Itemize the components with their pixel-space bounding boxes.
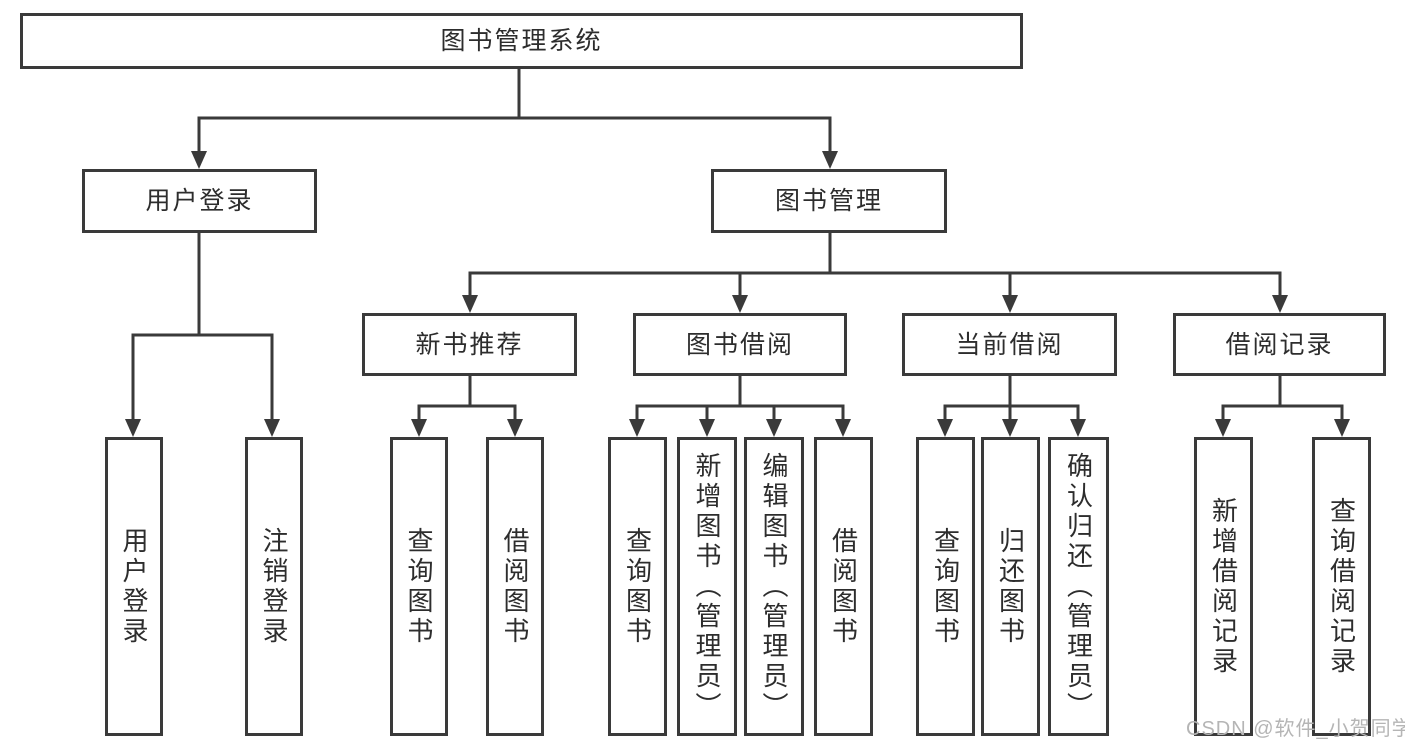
node-user-login: 用户登录 <box>82 169 317 233</box>
leaf-add-books-admin: 新增图书（管理员） <box>677 437 737 736</box>
leaf-confirm-return-admin-label: 确认归还（管理员） <box>1063 451 1094 722</box>
node-current-borrow: 当前借阅 <box>902 313 1117 376</box>
node-user-login-label: 用户登录 <box>145 187 254 215</box>
node-new-book-recommend-label: 新书推荐 <box>415 330 524 359</box>
leaf-edit-books-admin-label: 编辑图书（管理员） <box>759 451 789 722</box>
leaf-borrow-query-books-label: 查询图书 <box>622 526 653 647</box>
node-new-book-recommend: 新书推荐 <box>362 313 577 376</box>
leaf-return-books: 归还图书 <box>981 437 1040 736</box>
node-borrow-records: 借阅记录 <box>1173 313 1386 376</box>
leaf-current-query-books: 查询图书 <box>916 437 975 736</box>
leaf-borrow-books-label: 借阅图书 <box>828 526 859 647</box>
leaf-user-login: 用户登录 <box>105 437 163 736</box>
leaf-query-borrow-record: 查询借阅记录 <box>1312 437 1371 736</box>
leaf-confirm-return-admin: 确认归还（管理员） <box>1048 437 1109 736</box>
leaf-recommend-query-books: 查询图书 <box>390 437 448 736</box>
leaf-return-books-label: 归还图书 <box>995 526 1026 647</box>
leaf-user-login-label: 用户登录 <box>119 526 149 647</box>
leaf-add-books-admin-label: 新增图书（管理员） <box>692 451 722 722</box>
node-book-management-label: 图书管理 <box>774 187 883 215</box>
leaf-logout-label: 注销登录 <box>259 526 289 647</box>
leaf-add-borrow-record-label: 新增借阅记录 <box>1208 496 1239 677</box>
node-book-management: 图书管理 <box>711 169 947 233</box>
leaf-current-query-books-label: 查询图书 <box>930 526 961 647</box>
node-root: 图书管理系统 <box>20 13 1023 69</box>
leaf-logout: 注销登录 <box>245 437 303 736</box>
node-current-borrow-label: 当前借阅 <box>955 330 1064 359</box>
watermark: CSDN @软件_小贺同学 <box>1186 718 1405 740</box>
leaf-borrow-query-books: 查询图书 <box>608 437 667 736</box>
node-root-label: 图书管理系统 <box>440 27 603 55</box>
leaf-borrow-books: 借阅图书 <box>814 437 873 736</box>
node-book-borrow-label: 图书借阅 <box>685 330 794 359</box>
leaf-query-borrow-record-label: 查询借阅记录 <box>1326 496 1357 677</box>
leaf-edit-books-admin: 编辑图书（管理员） <box>744 437 804 736</box>
leaf-add-borrow-record: 新增借阅记录 <box>1194 437 1253 736</box>
node-book-borrow: 图书借阅 <box>633 313 847 376</box>
leaf-recommend-borrow-books-label: 借阅图书 <box>500 526 530 647</box>
node-borrow-records-label: 借阅记录 <box>1225 330 1334 359</box>
leaf-recommend-query-books-label: 查询图书 <box>404 526 434 647</box>
leaf-recommend-borrow-books: 借阅图书 <box>486 437 544 736</box>
